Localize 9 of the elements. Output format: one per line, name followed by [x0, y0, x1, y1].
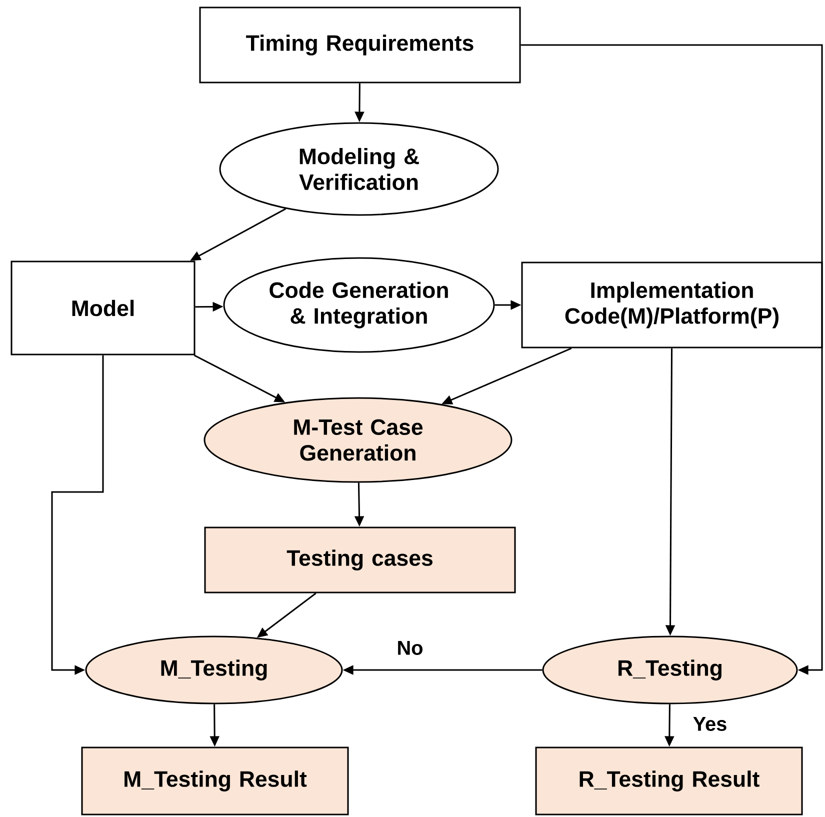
edge-label: Yes — [692, 716, 728, 732]
process-box: Testing cases — [204, 526, 516, 594]
process-box: M_Testing Result — [81, 746, 349, 816]
process-box: R_Testing Result — [535, 746, 803, 816]
process-box: Timing Requirements — [199, 6, 521, 84]
arrow — [520, 44, 823, 675]
process-box: Implementation Code(M)/Platform(P) — [521, 262, 823, 348]
edge-label: No — [396, 640, 424, 656]
process-box: Model — [10, 260, 196, 356]
